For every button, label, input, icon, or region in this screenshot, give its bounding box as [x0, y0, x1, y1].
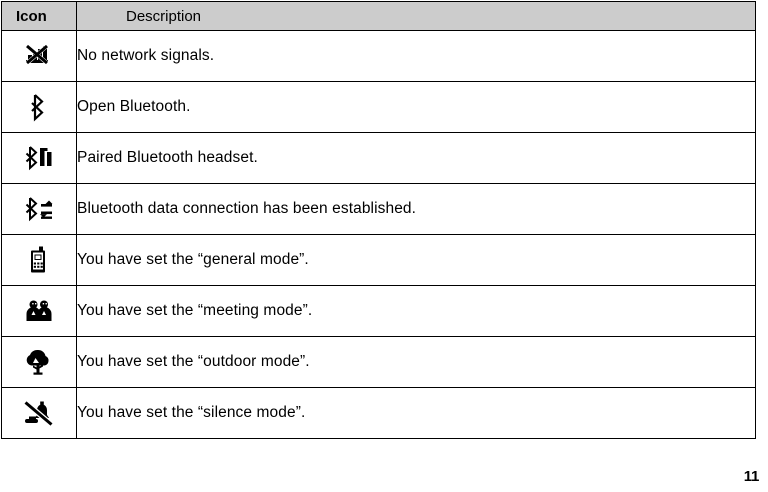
bluetooth-data-connection-icon	[22, 194, 56, 224]
table-row: Bluetooth data connection has been estab…	[1, 183, 756, 235]
icon-cell	[1, 336, 77, 388]
table-row: Open Bluetooth.	[1, 81, 756, 133]
description-cell: You have set the “general mode”.	[76, 234, 756, 286]
icon-cell	[1, 285, 77, 337]
page-number: 11	[743, 468, 760, 485]
bluetooth-headset-paired-icon	[22, 143, 56, 173]
silence-mode-muted-icon	[22, 398, 56, 428]
table-row: No network signals.	[1, 30, 756, 82]
table-row: Paired Bluetooth headset.	[1, 132, 756, 184]
table-row: You have set the “outdoor mode”.	[1, 336, 756, 388]
column-header-icon: Icon	[1, 1, 77, 31]
column-header-description: Description	[76, 1, 756, 31]
table-row: You have set the “meeting mode”.	[1, 285, 756, 337]
icon-cell	[1, 234, 77, 286]
description-cell: Bluetooth data connection has been estab…	[76, 183, 756, 235]
no-network-signal-icon	[22, 41, 56, 71]
description-cell: Paired Bluetooth headset.	[76, 132, 756, 184]
description-cell: You have set the “meeting mode”.	[76, 285, 756, 337]
icon-cell	[1, 30, 77, 82]
icon-cell	[1, 387, 77, 439]
general-mode-handset-icon	[22, 245, 56, 275]
icon-cell	[1, 132, 77, 184]
description-cell: No network signals.	[76, 30, 756, 82]
description-cell: You have set the “silence mode”.	[76, 387, 756, 439]
table-row: You have set the “general mode”.	[1, 234, 756, 286]
table-body: No network signals. Open Bluetooth.	[1, 30, 756, 439]
description-cell: You have set the “outdoor mode”.	[76, 336, 756, 388]
description-cell: Open Bluetooth.	[76, 81, 756, 133]
icon-cell	[1, 81, 77, 133]
table-header: Icon Description	[1, 1, 756, 31]
meeting-mode-people-icon	[22, 296, 56, 326]
outdoor-mode-tree-icon	[22, 347, 56, 377]
status-icon-table: Icon Description	[1, 1, 756, 439]
icon-cell	[1, 183, 77, 235]
table-row: You have set the “silence mode”.	[1, 387, 756, 439]
bluetooth-icon	[22, 92, 56, 122]
table-header-row: Icon Description	[1, 1, 756, 31]
